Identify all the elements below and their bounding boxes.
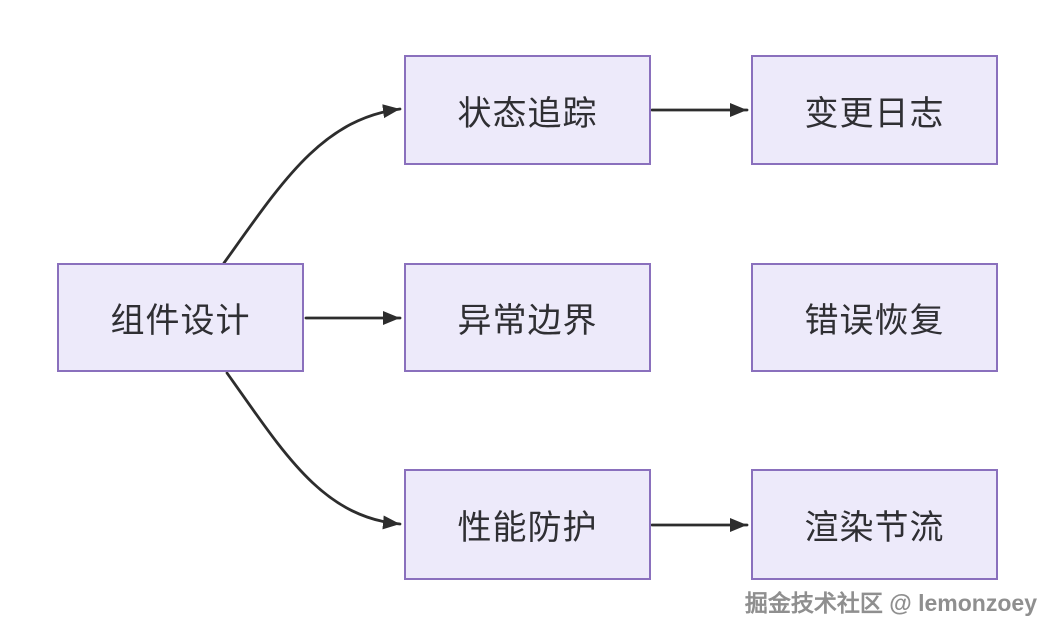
node-state-tracking: 状态追踪 bbox=[404, 55, 651, 165]
node-label: 状态追踪 bbox=[457, 94, 598, 133]
node-error-recovery: 错误恢复 bbox=[751, 263, 998, 372]
edge-component-design-to-performance-protection bbox=[225, 371, 402, 530]
node-label: 错误恢复 bbox=[804, 302, 945, 340]
edge-component-design-to-state-tracking bbox=[222, 104, 402, 265]
node-component-design: 组件设计 bbox=[57, 263, 304, 372]
node-label: 变更日志 bbox=[804, 94, 945, 133]
node-label: 性能防护 bbox=[457, 509, 598, 547]
node-label: 异常边界 bbox=[457, 302, 598, 340]
node-performance-protection: 性能防护 bbox=[404, 469, 651, 580]
node-label: 组件设计 bbox=[110, 302, 251, 340]
node-label: 渲染节流 bbox=[804, 509, 945, 547]
node-exception-boundary: 异常边界 bbox=[404, 263, 651, 372]
watermark: 掘金技术社区 @ lemonzoey bbox=[744, 590, 1037, 616]
node-render-throttling: 渲染节流 bbox=[751, 469, 998, 580]
node-change-log: 变更日志 bbox=[751, 55, 998, 165]
